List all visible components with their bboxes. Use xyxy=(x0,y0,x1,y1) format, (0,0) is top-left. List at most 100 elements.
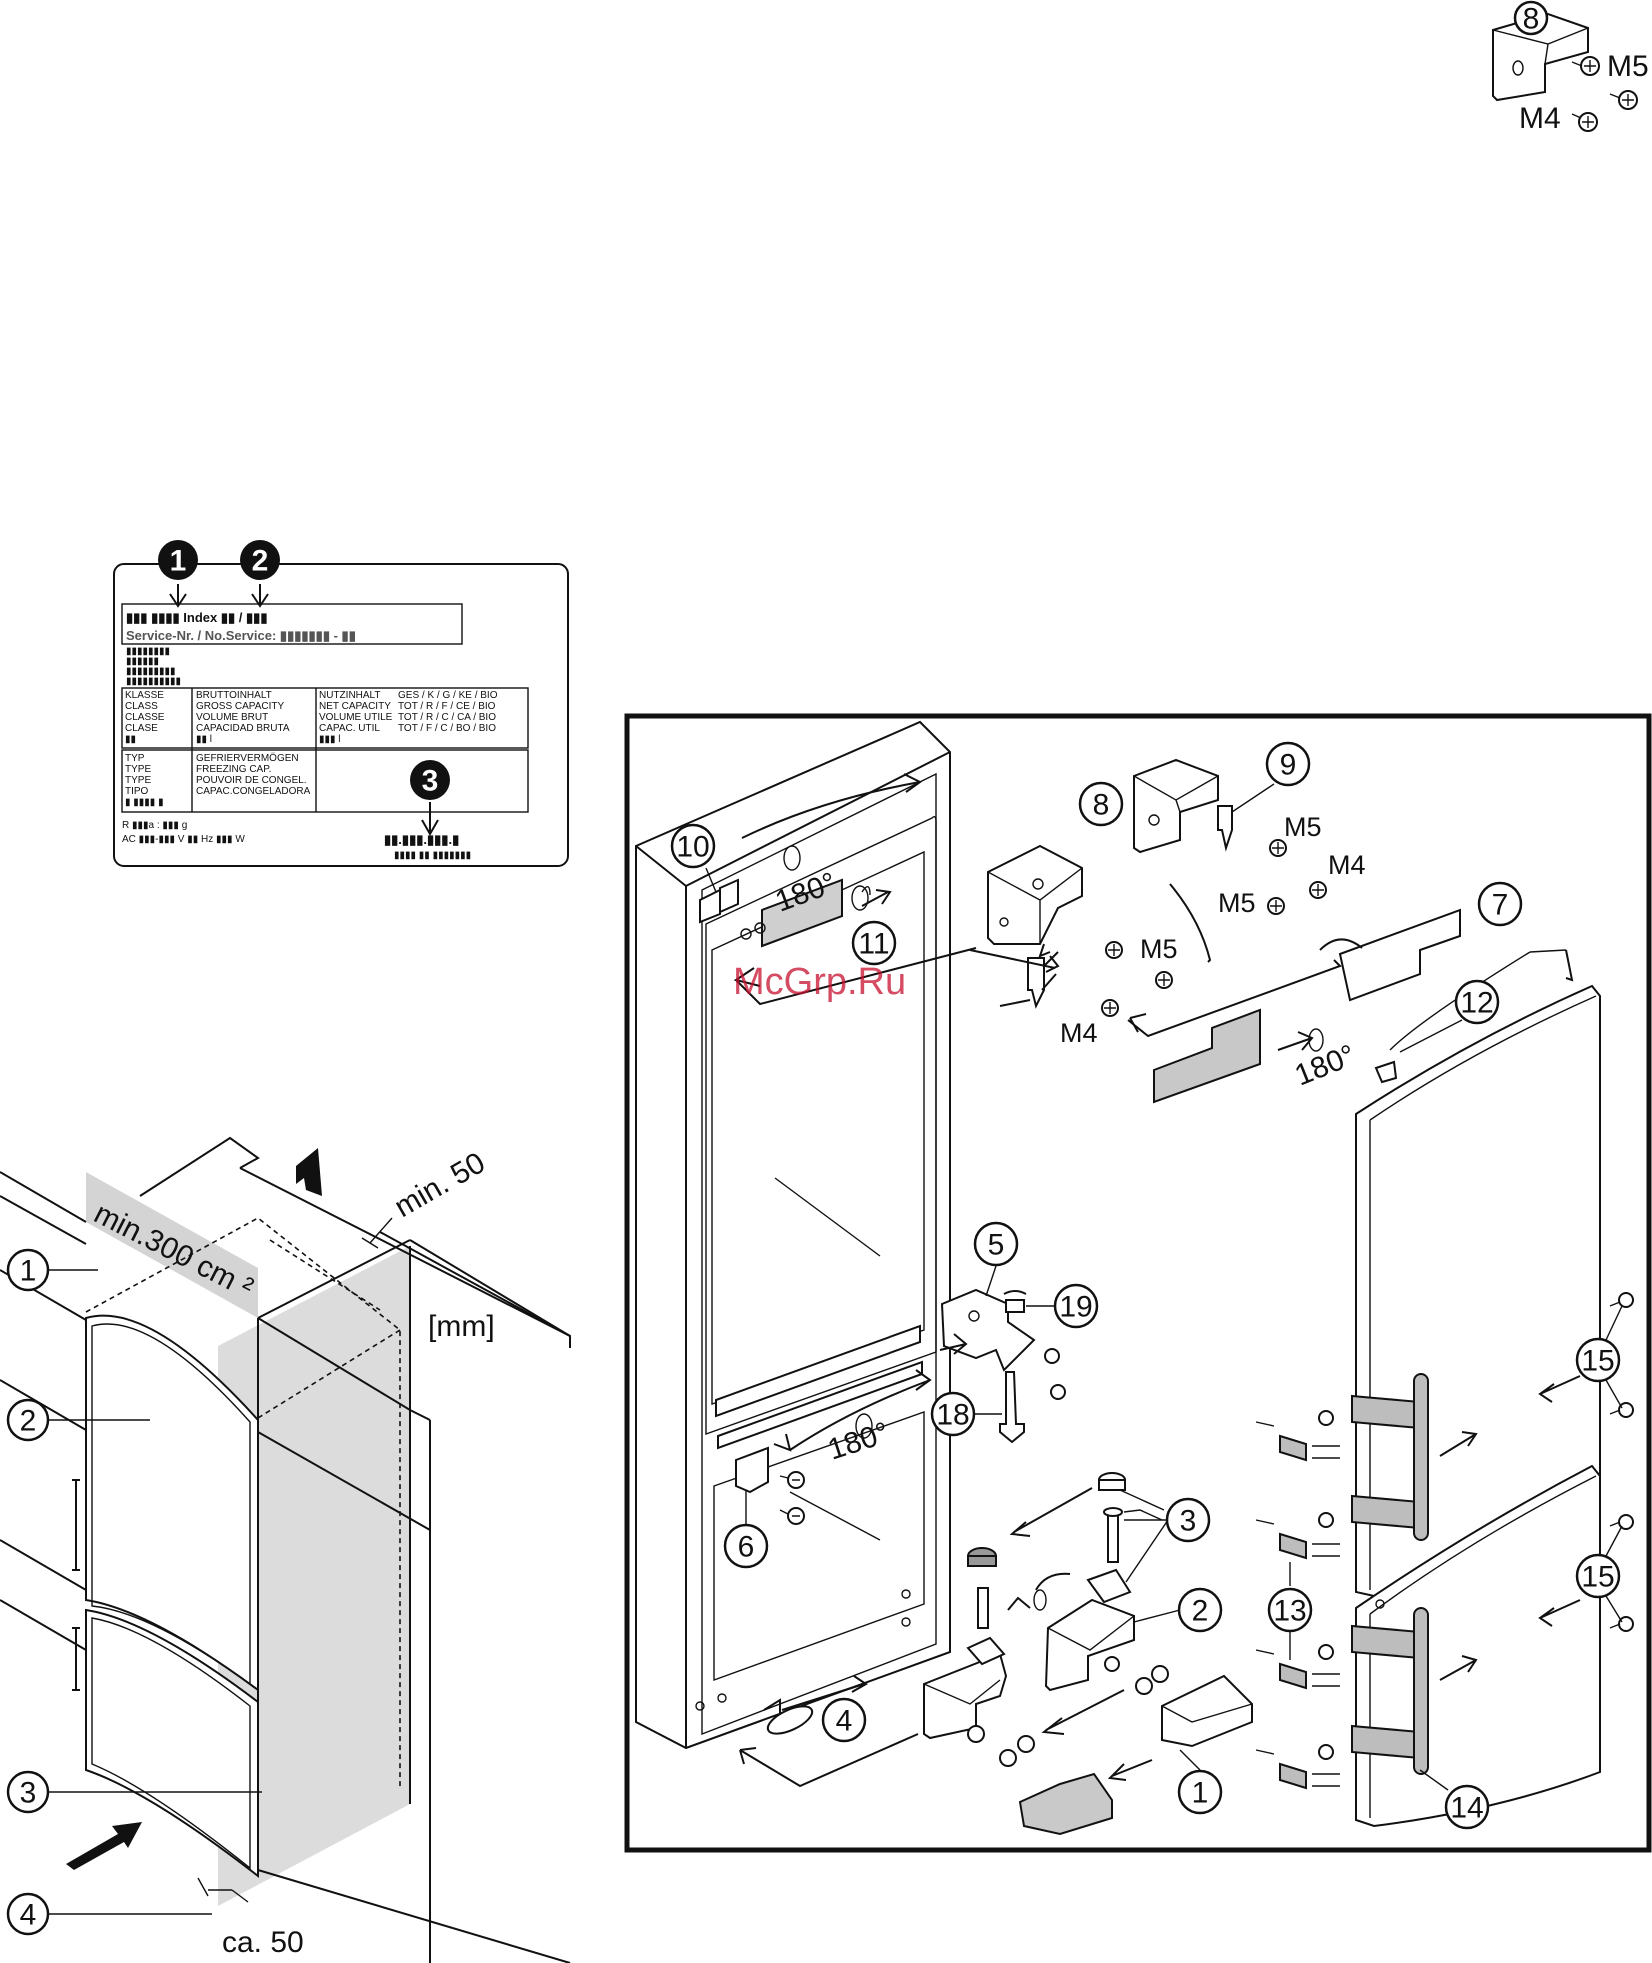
door-handle xyxy=(1413,1373,1429,1541)
install-callout-1: 1 xyxy=(20,1255,37,1288)
hinge-pin xyxy=(999,1371,1025,1444)
svg-text:VOLUME BRUT: VOLUME BRUT xyxy=(196,712,268,723)
screw-icon xyxy=(1609,1616,1634,1632)
bullet-circle xyxy=(410,760,450,800)
svg-text:GROSS CAPACITY: GROSS CAPACITY xyxy=(196,701,284,712)
svg-text:CAPAC.CONGELADORA: CAPAC.CONGELADORA xyxy=(196,786,311,797)
screw-icon xyxy=(1017,1735,1035,1753)
screw-icon xyxy=(1050,1384,1066,1400)
screw-label: M4 xyxy=(1328,850,1366,880)
door-handle xyxy=(1413,1607,1429,1775)
serial-number: ▮▮.▮▮▮.▮▮▮.▮ xyxy=(384,832,459,847)
ca-50-label: ca. 50 xyxy=(222,1926,304,1959)
callout-19: 19 xyxy=(1026,1283,1099,1329)
svg-text:NET CAPACITY: NET CAPACITY xyxy=(319,701,391,712)
door-reversal-diagram: 180° 180° 180° xyxy=(624,713,1652,1853)
screw-icon xyxy=(1318,1644,1334,1660)
callout-14: 14 xyxy=(1419,1769,1490,1830)
svg-text:4: 4 xyxy=(836,1705,853,1738)
hinge-pin xyxy=(1027,957,1045,1009)
svg-text:NUTZINHALT: NUTZINHALT xyxy=(319,690,380,701)
bullet-2: 2 xyxy=(252,545,269,578)
svg-text:TOT / F / C / BO / BIO: TOT / F / C / BO / BIO xyxy=(398,723,496,734)
middle-hinge-part xyxy=(940,1288,1036,1372)
hinge-pin xyxy=(977,1587,989,1629)
svg-text:CLASE: CLASE xyxy=(125,723,158,734)
install-callout-4: 4 xyxy=(20,1899,37,1932)
arrow-down-icon xyxy=(251,584,269,608)
svg-text:12: 12 xyxy=(1460,987,1493,1020)
min-300-label: min.300 cm ² xyxy=(89,1197,258,1305)
min-50-label: min. 50 xyxy=(389,1146,491,1224)
bullet-1: 1 xyxy=(170,545,187,578)
refrigerant-line: R ▮▮▮a : ▮▮▮ g xyxy=(122,820,187,831)
callout-15: 15 xyxy=(1575,1305,1623,1409)
svg-text:7: 7 xyxy=(1492,889,1509,922)
svg-text:CAPAC. UTIL: CAPAC. UTIL xyxy=(319,723,380,734)
cap-cover xyxy=(1279,1434,1307,1462)
screw-label: M5 xyxy=(1140,934,1178,964)
screw-label-m5: M5 xyxy=(1607,50,1649,83)
screw-icon xyxy=(1318,1744,1334,1760)
gross-capacity-column: BRUTTOINHALT GROSS CAPACITY VOLUME BRUT … xyxy=(196,690,290,745)
serial-subline: ▮▮▮▮ ▮▮ ▮▮▮▮▮▮▮ xyxy=(394,850,471,861)
svg-text:GEFRIERVERMÖGEN: GEFRIERVERMÖGEN xyxy=(196,752,299,764)
screw-icon xyxy=(1609,1292,1634,1308)
diagram-frame xyxy=(624,713,1652,1853)
svg-text:18: 18 xyxy=(936,1399,969,1432)
class-column: KLASSE CLASS CLASSE CLASE ▮▮ xyxy=(125,690,165,745)
callout-circle xyxy=(6,1892,50,1936)
svg-text:TYPE: TYPE xyxy=(125,775,151,786)
screw-icon xyxy=(1318,1512,1334,1528)
screw-icon xyxy=(1269,839,1287,857)
callout-6: 6 xyxy=(723,1490,769,1569)
airflow-in-arrow-icon xyxy=(66,1822,142,1870)
svg-text:15: 15 xyxy=(1581,1345,1614,1378)
svg-text:6: 6 xyxy=(738,1531,755,1564)
lower-hinge-part xyxy=(1044,1598,1135,1692)
install-callout-3: 3 xyxy=(20,1777,37,1810)
callout-circle xyxy=(1513,0,1549,36)
screw-icon xyxy=(1318,1410,1334,1426)
callout-8: 8 xyxy=(1078,781,1124,827)
handle-bracket xyxy=(1351,1624,1421,1660)
callout-circle xyxy=(6,1398,50,1442)
svg-text:1: 1 xyxy=(1192,1777,1209,1810)
handle-bracket xyxy=(1351,1494,1421,1530)
hinge-cover xyxy=(1018,1772,1113,1836)
svg-text:CLASSE: CLASSE xyxy=(125,712,165,723)
screw-icon xyxy=(1155,971,1173,989)
bullet-circle xyxy=(158,540,198,580)
handle-bracket xyxy=(1351,1724,1421,1760)
svg-text:POUVOIR DE CONGEL.: POUVOIR DE CONGEL. xyxy=(196,775,307,786)
callout-15: 15 xyxy=(1575,1525,1623,1623)
lower-hinge-part xyxy=(923,1652,1008,1740)
svg-text:▮▮▮ l: ▮▮▮ l xyxy=(319,734,341,745)
cap-cover xyxy=(1279,1762,1307,1790)
watermark: McGrp.Ru xyxy=(733,961,906,1003)
screw-icon xyxy=(779,1471,805,1489)
type-column: TYP TYPE TYPE TIPO ▮ ▮▮▮▮ ▮ xyxy=(125,753,164,808)
screw-icon xyxy=(967,1725,985,1743)
hinge-cover xyxy=(1161,1674,1253,1748)
callout-12: 12 xyxy=(1399,979,1500,1053)
svg-text:▮▮ l: ▮▮ l xyxy=(196,734,212,745)
callout-5: 5 xyxy=(973,1221,1019,1297)
label-code-line: ▮▮▮▮▮▮▮▮▮▮ xyxy=(126,676,181,687)
screw-icon xyxy=(1101,999,1119,1017)
svg-text:FREEZING CAP.: FREEZING CAP. xyxy=(196,764,271,775)
svg-text:GES / K / G / KE / BIO: GES / K / G / KE / BIO xyxy=(398,690,498,701)
bullet-3: 3 xyxy=(422,765,439,798)
screw-label: M5 xyxy=(1218,888,1256,918)
hinge-pin xyxy=(1217,805,1233,852)
cover-plate xyxy=(1338,908,1461,1002)
callout-7: 7 xyxy=(1477,881,1523,927)
label-code-line: ▮▮▮▮▮▮▮▮ xyxy=(126,646,170,657)
callout-4: 4 xyxy=(821,1697,867,1743)
label-code-line: ▮▮▮▮▮▮ xyxy=(126,656,159,667)
svg-text:▮ ▮▮▮▮ ▮: ▮ ▮▮▮▮ ▮ xyxy=(125,797,164,808)
net-capacity-column: NUTZINHALT NET CAPACITY VOLUME UTILE CAP… xyxy=(319,690,498,745)
svg-text:TIPO: TIPO xyxy=(125,786,149,797)
screw-icon xyxy=(1309,881,1327,899)
